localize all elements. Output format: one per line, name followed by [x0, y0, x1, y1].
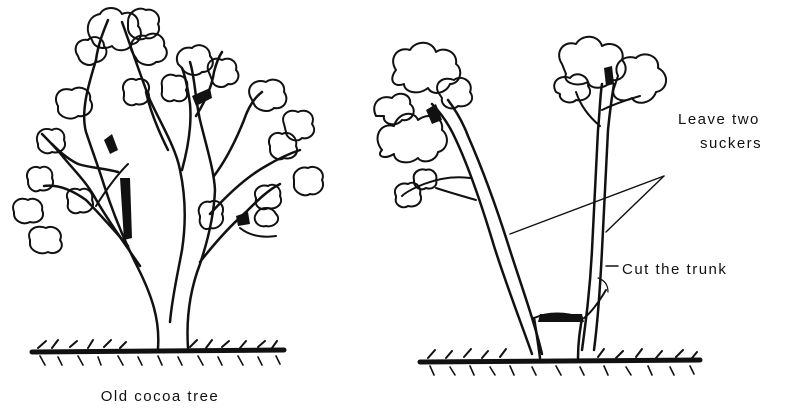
old-cocoa-tree-label: Old cocoa tree	[101, 388, 220, 405]
leave-two-suckers-label-line1: Leave two	[678, 111, 760, 128]
right-ground	[420, 349, 700, 375]
left-branches	[42, 52, 300, 266]
leave-two-suckers-label-line2: suckers	[700, 135, 762, 152]
left-sucker	[374, 43, 542, 354]
left-leaf-clusters	[13, 8, 323, 253]
pruned-tree-drawing	[374, 37, 700, 375]
left-trunk	[84, 20, 215, 348]
right-sucker	[554, 37, 666, 350]
old-cocoa-tree-drawing	[13, 8, 323, 365]
cut-the-trunk-label: Cut the trunk	[622, 261, 727, 278]
